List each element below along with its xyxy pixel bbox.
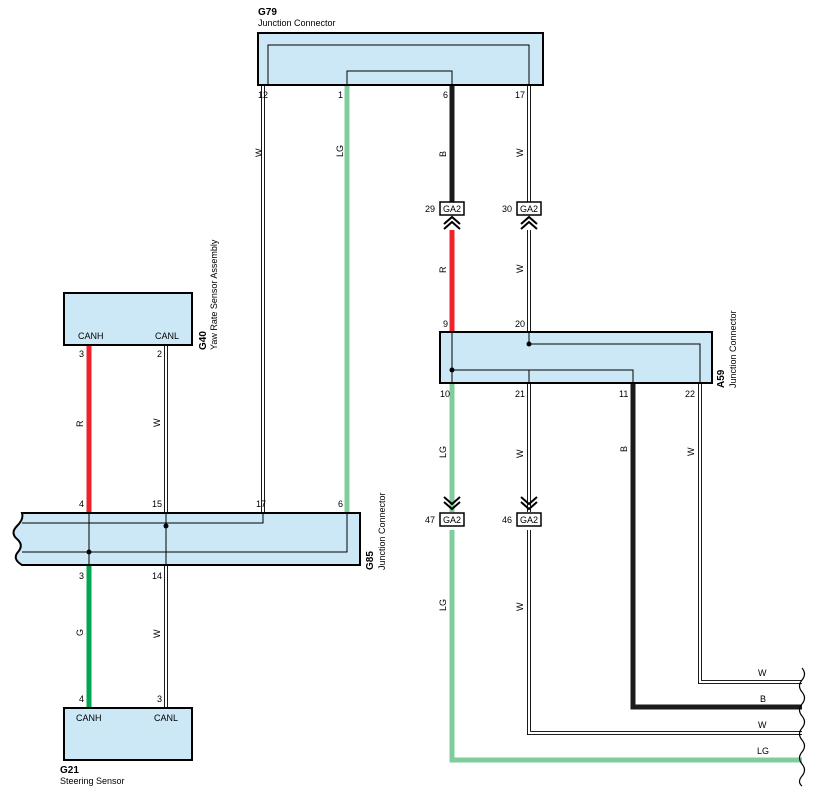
connector-g40 (63, 292, 193, 346)
label-g-g21: G (75, 629, 85, 636)
label-w-g79-12: W (254, 148, 264, 157)
label-w-g21: W (152, 629, 162, 638)
connector-g21 (63, 707, 193, 761)
g40-pin-2: 2 (157, 349, 162, 359)
ga2-46-name: GA2 (520, 515, 538, 525)
g40-id: G40 (198, 331, 209, 350)
g21-pin-3: 3 (157, 694, 162, 704)
a59-pin-9: 9 (443, 319, 448, 329)
g85-pin-3: 3 (79, 571, 84, 581)
label-w-ga2-30: W (515, 264, 525, 273)
g85-id: G85 (365, 551, 376, 570)
g40-name: Yaw Rate Sensor Assembly (209, 239, 219, 350)
label-w-a59-22: W (686, 447, 696, 456)
connector-g79 (257, 32, 544, 86)
label-w-g79-17: W (515, 148, 525, 157)
wire-break-right (798, 667, 806, 787)
wire-a59-22-w (698, 383, 802, 684)
ga2-pin-30: 30 (502, 204, 512, 214)
g85-pin-15: 15 (152, 499, 162, 509)
inline-connector-ga2-29 (439, 201, 465, 230)
g21-canh: CANH (76, 713, 102, 723)
label-out-w1: W (758, 668, 767, 678)
label-lg-a59-10: LG (438, 446, 448, 458)
a59-pin-21: 21 (515, 389, 525, 399)
label-w-g40: W (152, 418, 162, 427)
a59-pin-10: 10 (440, 389, 450, 399)
wire-ga2-47-lg (449, 530, 802, 763)
label-w-ga2-46: W (515, 602, 525, 611)
g85-pin-17: 17 (256, 499, 266, 509)
a59-pin-20: 20 (515, 319, 525, 329)
g40-canh: CANH (78, 331, 104, 341)
a59-pin-11: 11 (619, 389, 628, 399)
label-r-ga2-29: R (438, 266, 448, 273)
label-lg-g79-1: LG (335, 145, 345, 157)
g21-pin-4: 4 (79, 694, 84, 704)
g85-pin-6: 6 (338, 499, 343, 509)
ga2-29-name: GA2 (443, 204, 461, 214)
g85-pin-14: 14 (152, 571, 162, 581)
g21-canl: CANL (154, 713, 178, 723)
g85-pin-4: 4 (79, 499, 84, 509)
inline-connector-ga2-46 (516, 496, 542, 527)
label-out-w2: W (758, 720, 767, 730)
label-r-g40: R (75, 420, 85, 427)
g79-pin-1: 1 (338, 90, 343, 100)
a59-name: Junction Connector (728, 310, 738, 388)
a59-pin-22: 22 (685, 389, 695, 399)
a59-id: A59 (716, 369, 727, 388)
ga2-47-name: GA2 (443, 515, 461, 525)
g79-name: Junction Connector (258, 18, 336, 28)
g79-pin-12: 12 (258, 90, 268, 100)
connector-a59 (439, 331, 713, 384)
g79-pin-17: 17 (515, 90, 525, 100)
ga2-pin-47: 47 (425, 515, 435, 525)
label-out-lg: LG (757, 746, 769, 756)
g21-id: G21 (60, 765, 79, 776)
connector-g85 (12, 512, 361, 566)
label-b-a59-11: B (619, 446, 629, 452)
g79-pin-6: 6 (443, 90, 448, 100)
g40-canl: CANL (155, 331, 179, 341)
g21-name: Steering Sensor (60, 776, 125, 786)
label-w-a59-21: W (515, 449, 525, 458)
ga2-pin-29: 29 (425, 204, 435, 214)
wire-ga2-46-w (527, 530, 802, 735)
label-out-b: B (760, 694, 766, 704)
ga2-pin-46: 46 (502, 515, 512, 525)
g40-pin-3: 3 (79, 349, 84, 359)
inline-connector-ga2-47 (439, 496, 465, 527)
g85-name: Junction Connector (377, 492, 387, 570)
g79-id: G79 (258, 7, 277, 18)
ga2-30-name: GA2 (520, 204, 538, 214)
label-b-g79-6: B (438, 151, 448, 157)
label-lg-ga2-47: LG (438, 599, 448, 611)
inline-connector-ga2-30 (516, 201, 542, 230)
wire-a59-11-b (630, 383, 802, 710)
